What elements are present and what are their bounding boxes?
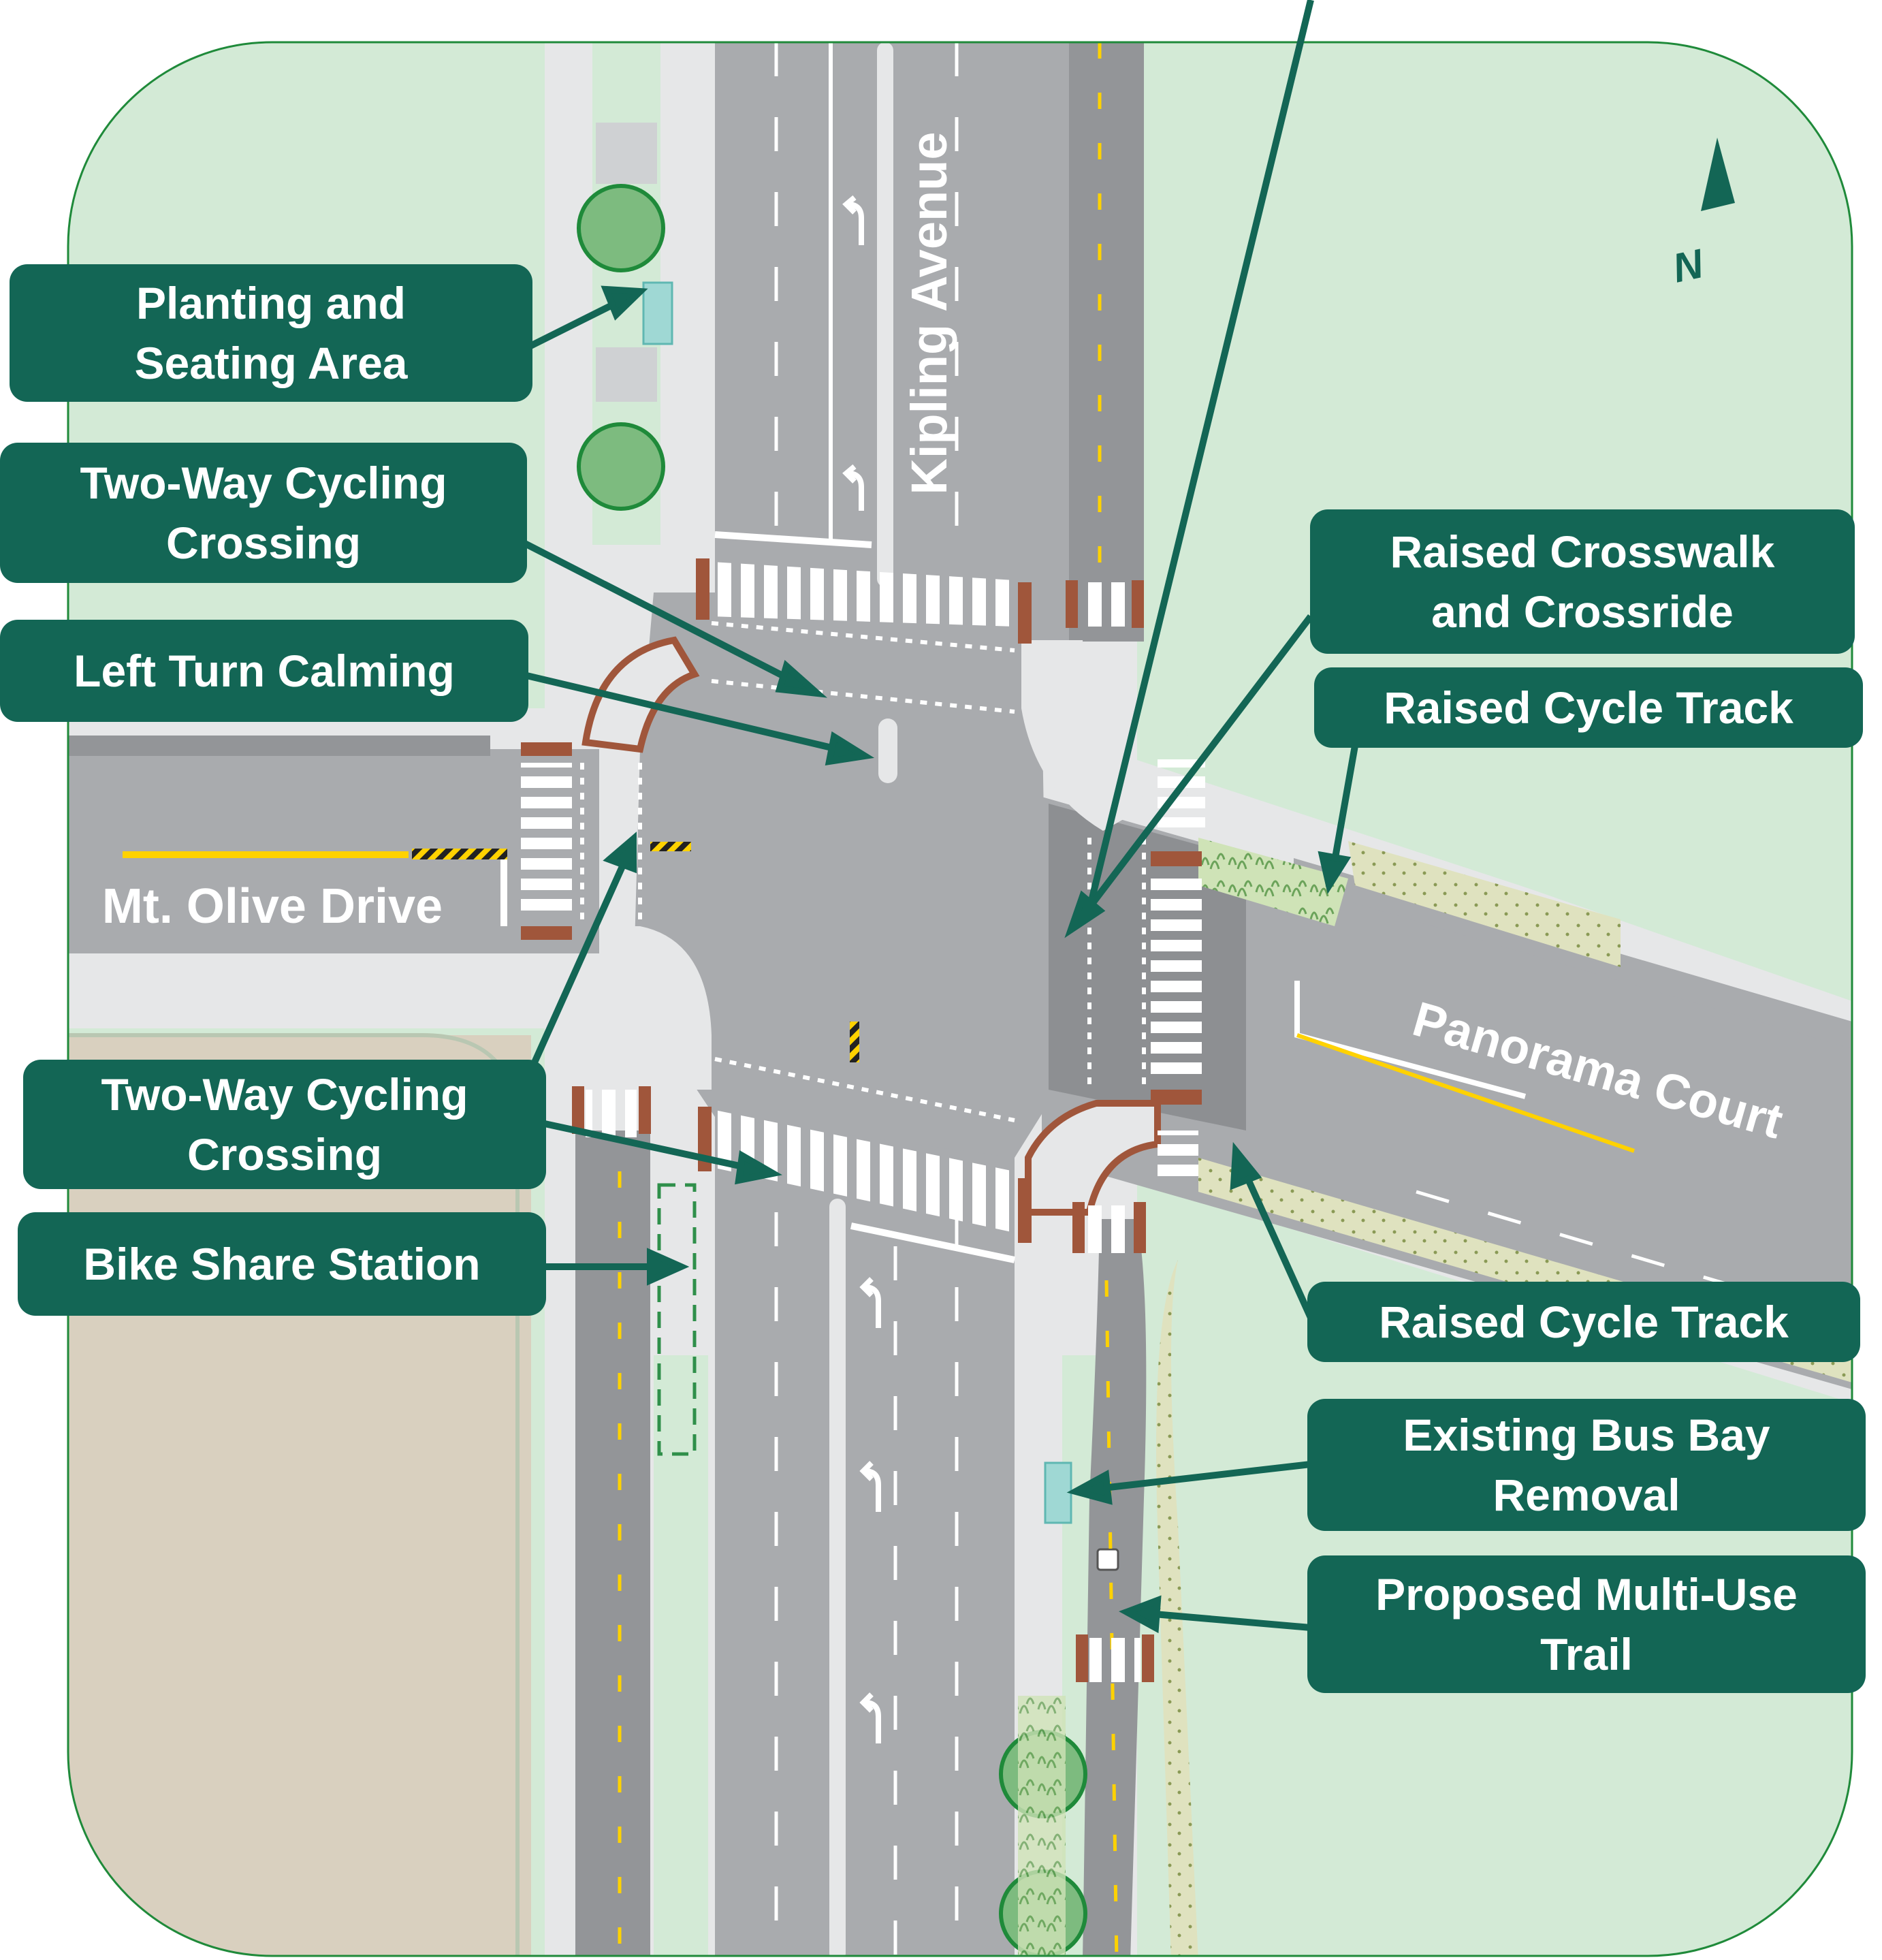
se-multi-use-trail [1083,1219,1147,1956]
planted-buffer [1198,838,1348,926]
seating-area [642,281,673,345]
callout-bike-share-station: Bike Share Station [18,1212,546,1316]
raised-crosswalk-south-trail [572,1086,1154,1682]
street-label-kipling: Kipling Avenue [901,131,957,494]
bike-share-station-outline [657,1183,697,1456]
raised-crosswalk-north [696,558,1032,644]
callout-two-way-cycling-south: Two-Way Cycling Crossing [23,1060,546,1189]
raised-crosswalk-south [698,1107,1032,1243]
callout-left-turn-calming: Left Turn Calming [0,620,528,722]
callout-raised-cycle-track-upper: Raised Cycle Track [1314,667,1863,748]
bus-bay-marker [1044,1461,1072,1524]
raised-crosswalk-north-trail [1066,580,1144,628]
turn-arrow-icon [842,195,881,1743]
callout-two-way-cycling-north: Two-Way Cycling Crossing [0,443,527,583]
tree-icon [577,184,665,272]
callout-raised-cycle-track-lower: Raised Cycle Track [1307,1282,1860,1362]
callout-planting-seating: Planting and Seating Area [10,264,532,402]
street-label-mt-olive: Mt. Olive Drive [102,879,443,934]
callout-multi-use-trail: Proposed Multi-Use Trail [1307,1555,1866,1693]
map-frame [67,41,1853,1957]
tree-icon [577,422,665,511]
intersection-box [633,592,1049,1158]
left-turn-hardened-centreline [878,718,897,783]
leader-arrows [519,0,1358,1634]
callout-bus-bay-removal: Existing Bus Bay Removal [1307,1399,1866,1531]
callout-raised-crosswalk: Raised Crosswalk and Crossride [1310,509,1855,654]
raised-crosswalk-west [521,742,572,940]
sw-multi-use-trail [575,1131,650,1956]
